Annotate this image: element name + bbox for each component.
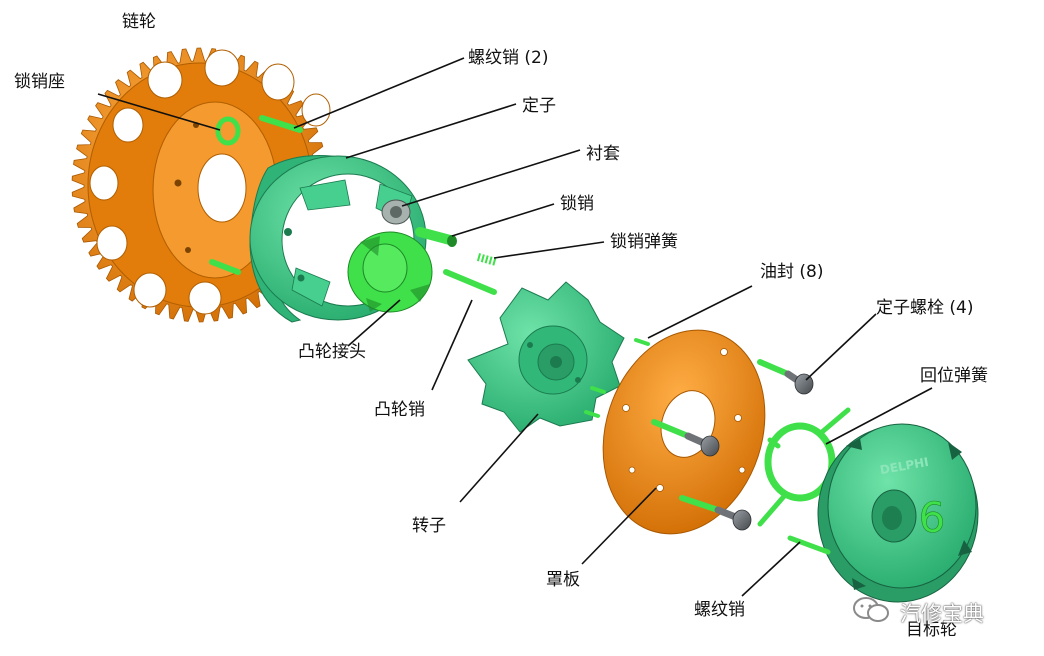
label-cam-adapter: 凸轮接头 (298, 342, 366, 362)
label-threaded-pin: 螺纹销 (694, 600, 745, 620)
stator-bolts-4 (651, 359, 814, 531)
cam-adapter (347, 231, 433, 313)
label-target-wheel: 目标轮 (906, 620, 957, 640)
label-sprocket: 链轮 (122, 12, 156, 32)
label-threaded-pin-2: 螺纹销 (2) (468, 48, 549, 68)
label-oil-seal-8: 油封 (8) (760, 262, 824, 282)
bushing (381, 199, 411, 225)
watermark-text: 汽修宝典 (900, 602, 984, 626)
label-stator-bolt-4: 定子螺栓 (4) (876, 298, 974, 318)
target-wheel: DELPHI 6 (817, 423, 979, 603)
label-stator: 定子 (522, 96, 556, 116)
label-rotor: 转子 (412, 516, 446, 536)
label-cover-plate: 罩板 (546, 570, 580, 590)
wechat-icon (853, 597, 889, 622)
threaded-pins-2 (209, 115, 303, 275)
cam-pin (443, 269, 497, 295)
label-bushing: 衬套 (586, 144, 620, 164)
threaded-pin (787, 535, 831, 555)
label-lock-pin: 锁销 (560, 194, 594, 214)
lock-pin-spring (476, 253, 498, 266)
label-lock-pin-seat: 锁销座 (14, 72, 65, 92)
leader-lines (97, 57, 933, 597)
lock-pin (415, 227, 457, 247)
label-cam-pin: 凸轮销 (374, 400, 425, 420)
lock-pin-seat (215, 116, 241, 146)
stator (249, 155, 427, 323)
return-spring (757, 407, 851, 527)
sprocket-lightening-holes (89, 49, 331, 315)
label-return-spring: 回位弹簧 (920, 366, 988, 386)
rotor (467, 281, 625, 433)
label-lock-pin-spring: 锁销弹簧 (610, 232, 678, 252)
target-wheel-digit: 6 (919, 493, 946, 542)
